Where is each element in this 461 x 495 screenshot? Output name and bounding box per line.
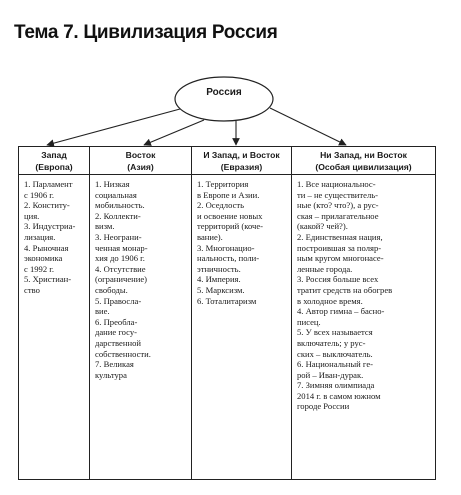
column-text-line: 5. У всех называется [297, 327, 373, 338]
column-text-line: 7. Зимняя олимпиада [297, 380, 375, 391]
column-special: Ни Запад, ни Восток (Особая цивилизация)… [291, 147, 435, 479]
header-line-1: Запад [41, 150, 67, 160]
column-text-line: социальная [95, 189, 137, 200]
column-text-line: с 1906 г. [24, 189, 55, 200]
column-text-line: тратит средств на обогрев [297, 284, 393, 295]
column-text-line: и освоение новых [197, 210, 263, 221]
column-header: Запад (Европа) [19, 147, 89, 175]
arrow-to-west [46, 108, 181, 147]
column-text-line: культура [95, 369, 127, 380]
column-text-line: визм. [95, 221, 115, 232]
header-line-2: (Особая цивилизация) [315, 162, 412, 172]
column-text-line: 4. Империя. [197, 274, 241, 285]
column-text-line: 4. Автор гимна – басно- [297, 306, 385, 317]
column-text-line: рой – Иван-дурак. [297, 369, 364, 380]
column-text-line: этничность. [197, 263, 241, 274]
column-text-line: писец. [297, 316, 321, 327]
column-text-line: ция. [24, 210, 40, 221]
column-text-line: 4. Рыночная [24, 242, 69, 253]
column-text-line: 2014 г. в самом южном [297, 390, 381, 401]
column-text-line: хия до 1906 г. [95, 253, 145, 264]
column-body: 1. Все национальнос-ти – не существитель… [292, 175, 435, 412]
column-text-line: собственности. [95, 348, 151, 359]
column-text-line: территорий (коче- [197, 221, 264, 232]
header-line-2: (Европа) [35, 162, 73, 172]
column-text-line: 3. Многонацио- [197, 242, 255, 253]
column-text-line: 3. Неограни- [95, 231, 142, 242]
column-text-line: мобильность. [95, 200, 145, 211]
header-line-2: (Азия) [127, 162, 154, 172]
column-header: И Запад, и Восток (Евразия) [192, 147, 291, 175]
column-text-line: городе России [297, 401, 350, 412]
column-eurasia: И Запад, и Восток (Евразия) 1. Территори… [191, 147, 291, 479]
column-text-line: 2. Коллекти- [95, 210, 141, 221]
column-header: Ни Запад, ни Восток (Особая цивилизация) [292, 147, 435, 175]
column-text-line: ченная монар- [95, 242, 148, 253]
column-text-line: включатель; у рус- [297, 337, 366, 348]
column-text-line: дарственной [95, 337, 141, 348]
column-text-line: 5. Марксизм. [197, 284, 245, 295]
column-text-line: 1. Территория [197, 179, 249, 189]
column-text-line: 2. Конститу- [24, 200, 70, 211]
column-text-line: 2. Единственная нация, [297, 231, 383, 242]
header-line-2: (Евразия) [220, 162, 263, 172]
column-text-line: ти – не существитель- [297, 189, 379, 200]
column-text-line: ные (кто? что?), а рус- [297, 200, 379, 211]
column-text-line: 6. Национальный ге- [297, 359, 374, 370]
column-text-line: (ограничение) [95, 274, 148, 285]
column-text-line: 7. Великая [95, 359, 134, 370]
column-text-line: 3. Россия больше всех [297, 274, 379, 285]
column-text-line: 6. Тоталитаризм [197, 295, 257, 306]
center-ellipse [174, 76, 274, 122]
header-line-1: Ни Запад, ни Восток [320, 150, 407, 160]
column-text-line: (какой? чей?). [297, 221, 348, 232]
column-text-line: нальность, поли- [197, 253, 260, 264]
column-text-line: 5. Правосла- [95, 295, 142, 306]
column-text-line: 1. Все национальнос- [297, 179, 376, 189]
column-text-line: ская – прилагательное [297, 210, 379, 221]
column-text-line: ным кругом многонасе- [297, 253, 384, 264]
column-text-line: экономика [24, 253, 63, 264]
column-text-line: с 1992 г. [24, 263, 55, 274]
column-text-line: ских – выключатель. [297, 348, 373, 359]
column-text-line: вие. [95, 306, 110, 317]
page-title: Тема 7. Цивилизация Россия [14, 22, 278, 43]
column-text-line: ленные города. [297, 263, 353, 274]
column-text-line: вание). [197, 231, 223, 242]
column-text-line: 1. Низкая [95, 179, 130, 189]
column-text-line: дание госу- [95, 327, 138, 338]
column-text-line: построившая за поляр- [297, 242, 382, 253]
column-text-line: 1. Парламент [24, 179, 73, 189]
center-node-label: Россия [206, 87, 242, 98]
column-text-line: лизация. [24, 231, 56, 242]
column-text-line: 4. Отсутствие [95, 263, 146, 274]
column-text-line: ство [24, 284, 40, 295]
column-text-line: в Европе и Азии. [197, 189, 260, 200]
column-text-line: 6. Преобла- [95, 316, 138, 327]
header-line-1: Восток [125, 150, 156, 160]
column-header: Восток (Азия) [90, 147, 191, 175]
column-text-line: 3. Индустриа- [24, 221, 76, 232]
arrow-to-east [143, 119, 205, 146]
column-text-line: 5. Христиан- [24, 274, 72, 285]
header-line-1: И Запад, и Восток [203, 150, 280, 160]
arrow-to-special [269, 107, 347, 146]
column-text-line: 2. Оседлость [197, 200, 245, 211]
column-text-line: в холодное время. [297, 295, 363, 306]
column-text-line: свободы. [95, 284, 128, 295]
